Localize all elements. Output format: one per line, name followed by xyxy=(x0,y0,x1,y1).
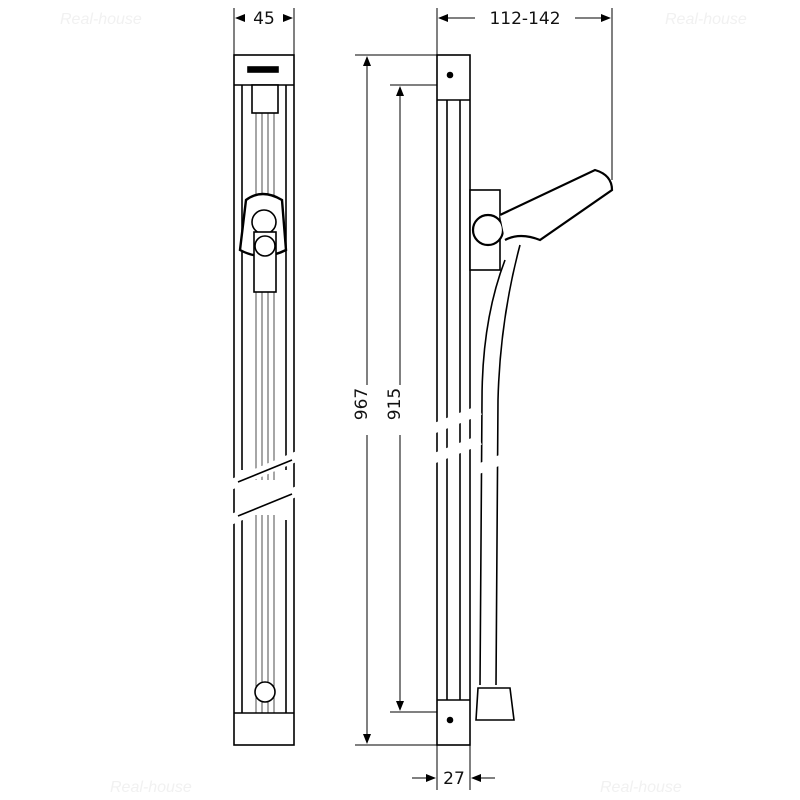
dim-total-height: 967 xyxy=(352,388,372,420)
dimension-lines xyxy=(233,8,613,790)
dim-mount-spacing: 915 xyxy=(385,388,405,420)
watermarks: Real-house Real-house Real-house Real-ho… xyxy=(60,11,747,796)
watermark: Real-house xyxy=(110,779,192,796)
watermark: Real-house xyxy=(60,11,142,28)
watermark: Real-house xyxy=(600,779,682,796)
dim-wall-depth: 27 xyxy=(443,769,465,789)
front-view-rail xyxy=(228,54,302,746)
dimension-labels: 45 112-142 967 915 27 xyxy=(253,9,560,789)
side-view-rail xyxy=(428,54,614,746)
watermark: Real-house xyxy=(665,11,747,28)
dim-rail-width: 45 xyxy=(253,9,275,29)
dim-arm-projection: 112-142 xyxy=(489,9,560,29)
